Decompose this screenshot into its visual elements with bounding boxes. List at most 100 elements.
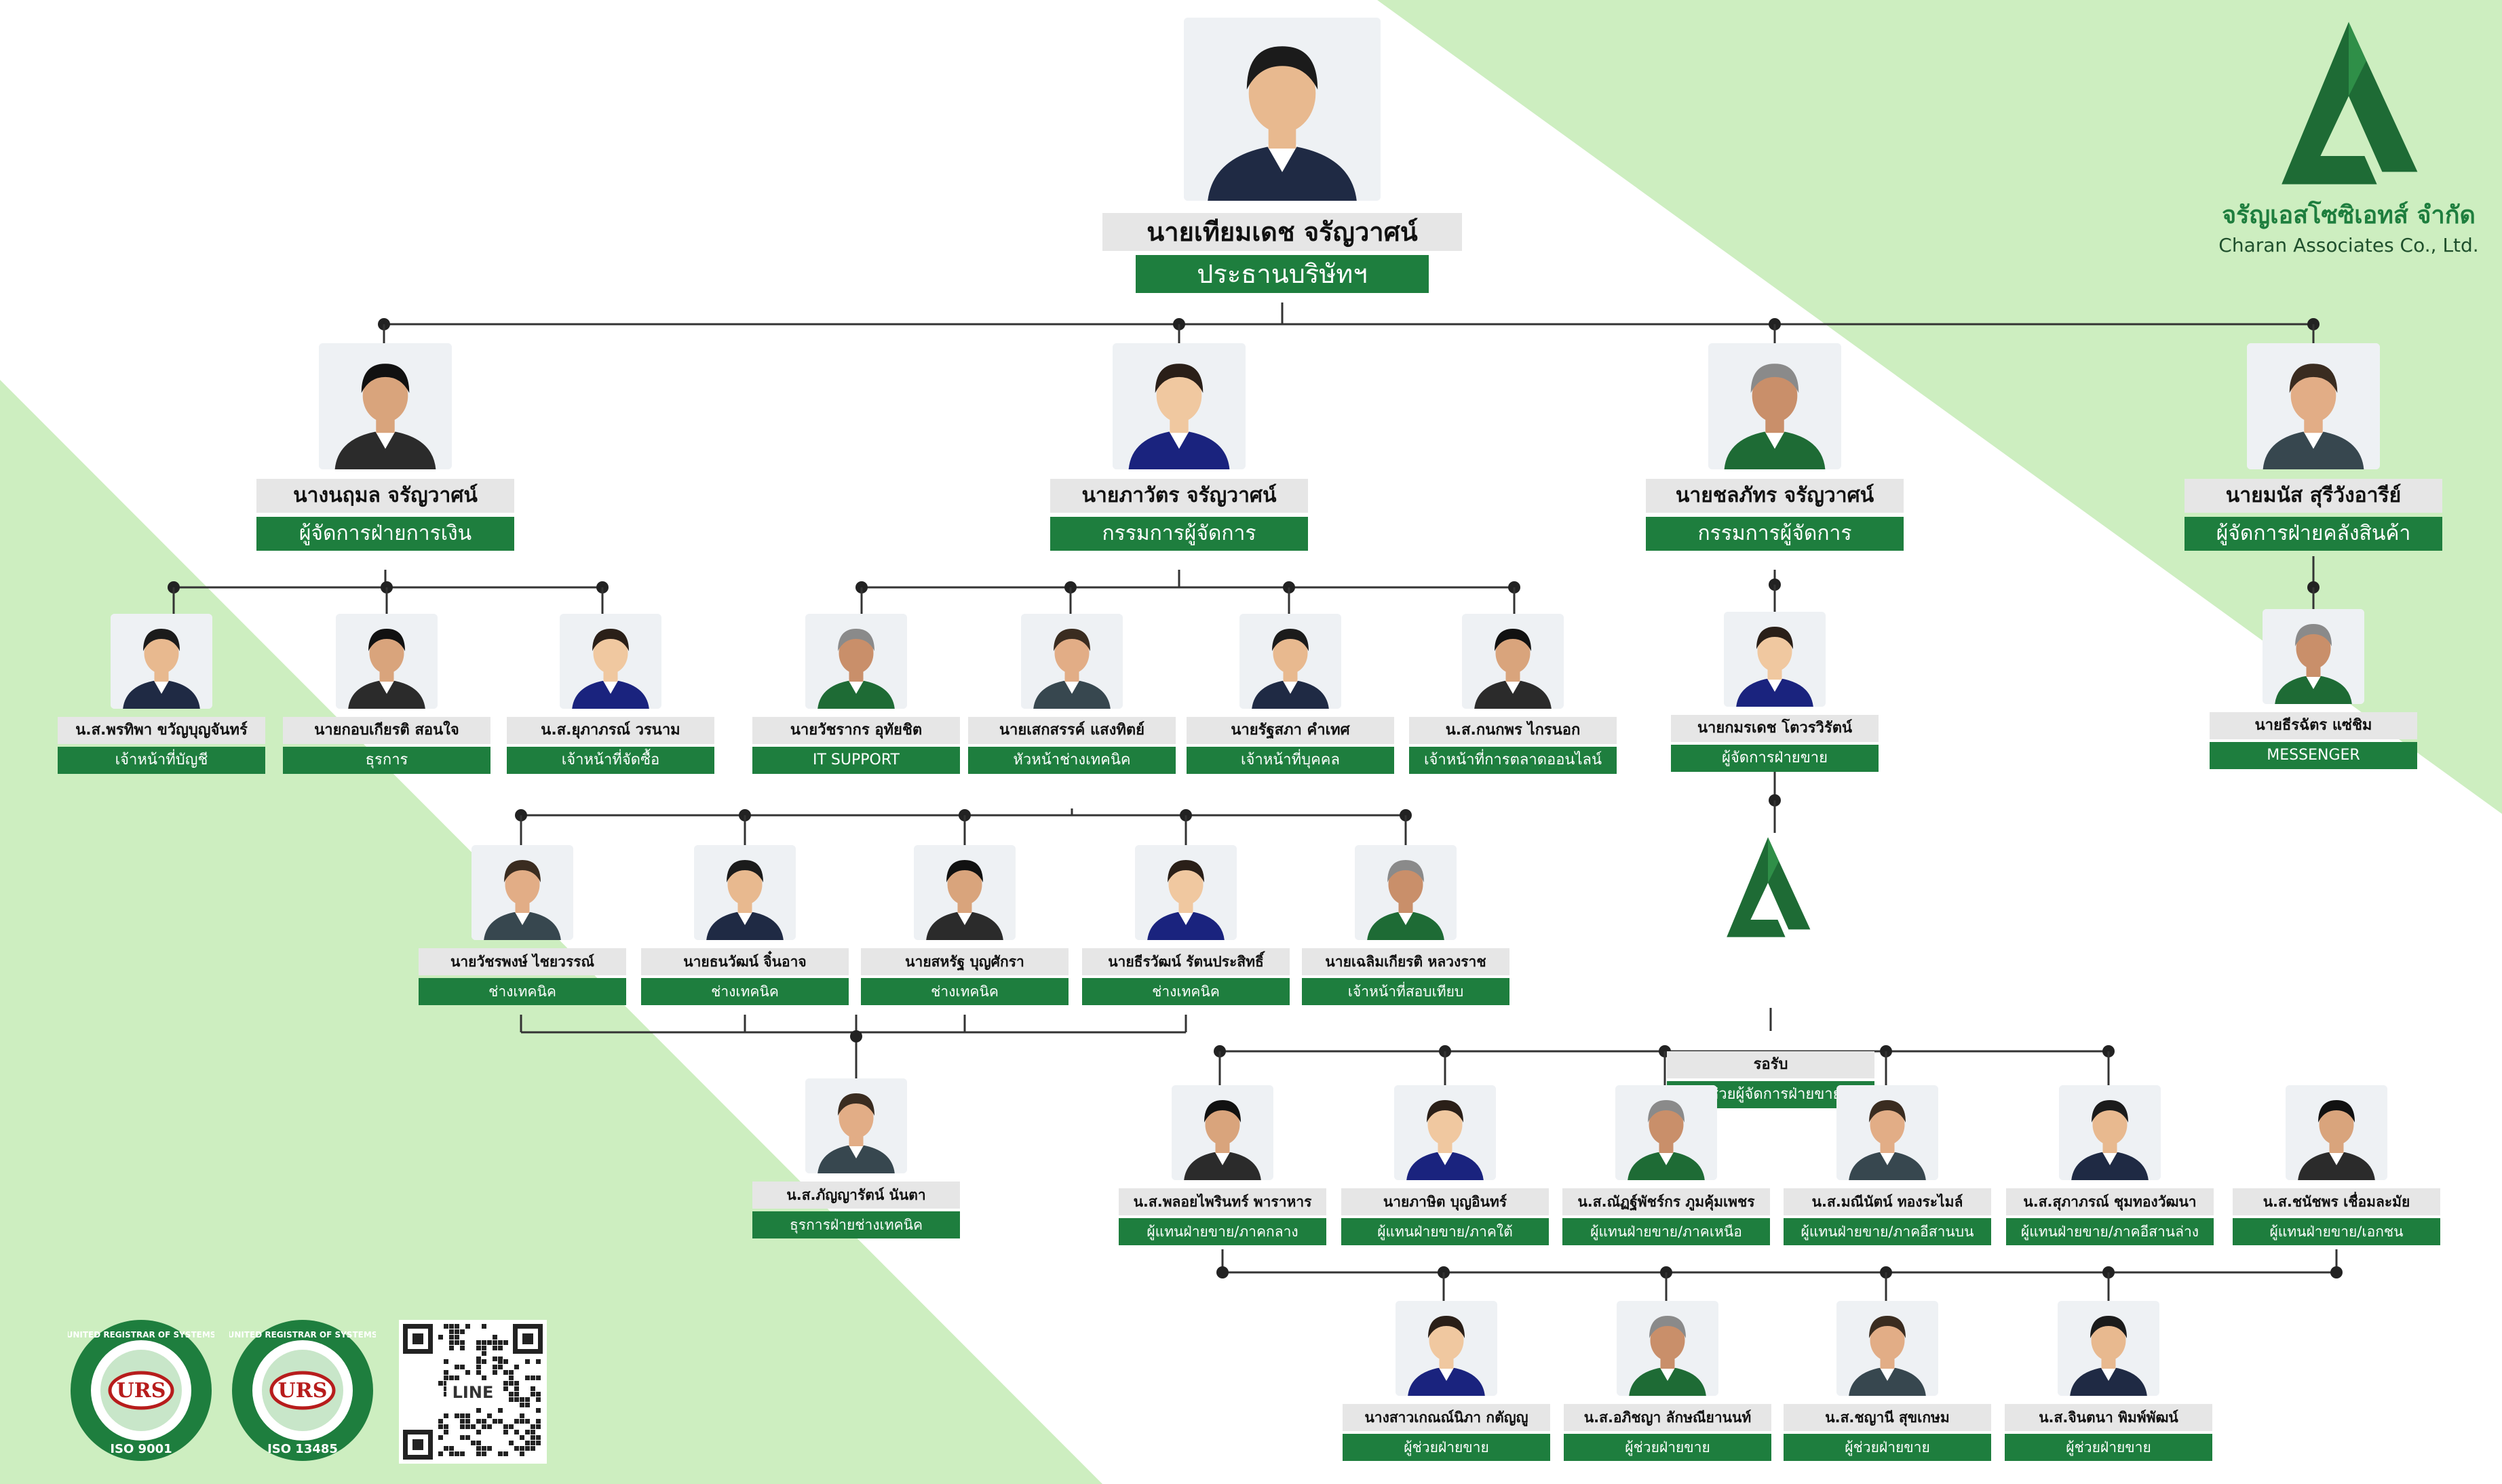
person-name: นายเสกสรรค์ แสงทิตย์ (968, 717, 1176, 744)
person-photo (1615, 1085, 1717, 1180)
person-role: เจ้าหน้าที่จัดซื้อ (507, 747, 714, 774)
org-node-md_staff-1: นายเสกสรรค์ แสงทิตย์หัวหน้าช่างเทคนิค (968, 614, 1176, 774)
org-node-sales_reps-3: น.ส.มณีนัตน์ ทองระไมล์ผู้แทนฝ่ายขาย/ภาคอ… (1784, 1085, 1991, 1245)
company-name-thai: จรัญเอสโซซิเอทส์ จำกัด (2222, 201, 2476, 229)
org-node-sales_reps-1: นายภาษิต บุญอินทร์ผู้แทนฝ่ายขาย/ภาคใต้ (1341, 1085, 1549, 1245)
person-role: ผู้ช่วยฝ่ายขาย (2005, 1434, 2212, 1461)
person-role: กรรมการผู้จัดการ (1646, 517, 1904, 551)
org-node-chairman: นายเทียมเดช จรัญวาศน์ประธานบริษัทฯ (1102, 18, 1462, 293)
person-role: ผู้จัดการฝ่ายขาย (1671, 745, 1879, 772)
person-photo (2263, 609, 2364, 704)
person-role: ผู้ช่วยฝ่ายขาย (1343, 1434, 1550, 1461)
person-role: หัวหน้าช่างเทคนิค (968, 747, 1176, 774)
person-photo (1184, 18, 1381, 201)
person-role: ผู้จัดการฝ่ายการเงิน (256, 517, 514, 551)
person-role: ธุรการฝ่ายช่างเทคนิค (752, 1211, 960, 1238)
person-role: ผู้แทนฝ่ายขาย/เอกชน (2233, 1218, 2440, 1245)
person-photo (2058, 1301, 2159, 1396)
cert-ring-text: UNITED REGISTRAR OF SYSTEMS (68, 1330, 214, 1340)
org-node-technicians-2: นายสหรัฐ บุญศักราช่างเทคนิค (861, 845, 1069, 1005)
org-node-md_staff-0: นายวัชรากร อุทัยชิต IT SUPPORT (752, 614, 960, 774)
person-role: ธุรการ (283, 747, 490, 774)
person-role: ประธานบริษัทฯ (1136, 255, 1429, 293)
person-name: น.ส.พรทิพา ขวัญบุญจันทร์ (58, 717, 265, 744)
org-node-sales_reps-5: น.ส.ชนัชพร เชื่อมละมัยผู้แทนฝ่ายขาย/เอกช… (2233, 1085, 2440, 1245)
person-name: น.ส.ยุภาภรณ์ วรนาม (507, 717, 714, 744)
org-node-sales_reps-0: น.ส.พลอยไพรินทร์ พาราหารผู้แทนฝ่ายขาย/ภา… (1119, 1085, 1326, 1245)
person-photo (336, 614, 438, 709)
iso-9001-certification-seal: URS ISO 9001 UNITED REGISTRAR OF SYSTEMS (66, 1317, 216, 1464)
person-role: ช่างเทคนิค (419, 978, 626, 1005)
person-photo (319, 343, 452, 469)
person-name: น.ส.มณีนัตน์ ทองระไมล์ (1784, 1188, 1991, 1215)
person-photo (2286, 1085, 2387, 1180)
person-role: ผู้แทนฝ่ายขาย/ภาคใต้ (1341, 1218, 1549, 1245)
person-photo (111, 614, 212, 709)
person-photo (1113, 343, 1246, 469)
person-name: น.ส.ชนัชพร เชื่อมละมัย (2233, 1188, 2440, 1215)
person-photo (471, 845, 573, 940)
person-role: ช่างเทคนิค (641, 978, 849, 1005)
person-role: ผู้จัดการฝ่ายคลังสินค้า (2185, 517, 2442, 551)
org-node-finance_staff-1: นายกอบเกียรติ สอนใจธุรการ (283, 614, 490, 774)
person-role: เจ้าหน้าที่บัญชี (58, 747, 265, 774)
vacant-position-logo-icon (1714, 833, 1822, 941)
company-name-english: Charan Associates Co., Ltd. (2218, 234, 2479, 256)
line-qr-code-icon[interactable]: LINE (399, 1320, 547, 1464)
org-node-sales_reps-2: น.ส.ณัฏฐ์พัชร์กร ภูมคุ้มเพชรผู้แทนฝ่ายขา… (1562, 1085, 1770, 1245)
person-photo (1172, 1085, 1273, 1180)
person-name: น.ส.สุภาภรณ์ ชุมทองวัฒนา (2006, 1188, 2214, 1215)
charan-a-logo-icon (2282, 22, 2418, 184)
connector-dot (2330, 1266, 2343, 1278)
person-name: นายมนัส สุรีวังอารีย์ (2185, 479, 2442, 513)
org-node-tech_admin: น.ส.ภัญญารัตน์ นันตาธุรการฝ่ายช่างเทคนิค (752, 1078, 960, 1238)
person-photo (1836, 1301, 1938, 1396)
person-name: นายเฉลิมเกียรติ หลวงราช (1302, 948, 1509, 975)
person-photo (1617, 1301, 1718, 1396)
connector-dot (850, 1030, 862, 1042)
person-photo (1708, 343, 1841, 469)
org-node-finance_manager: นางนฤมล จรัญวาศน์ผู้จัดการฝ่ายการเงิน (256, 343, 514, 551)
qr-line-label: LINE (453, 1383, 494, 1402)
org-node-sales_reps-4: น.ส.สุภาภรณ์ ชุมทองวัฒนาผู้แทนฝ่ายขาย/ภา… (2006, 1085, 2214, 1245)
person-name: นายธีรวัฒน์ รัตนประสิทธิ์ (1082, 948, 1290, 975)
person-photo (560, 614, 661, 709)
person-name: น.ส.จินตนา พิมพ์พัฒน์ (2005, 1404, 2212, 1431)
person-photo (805, 614, 907, 709)
person-photo (2247, 343, 2380, 469)
person-name: น.ส.ภัญญารัตน์ นันตา (752, 1182, 960, 1209)
person-name: นายรัฐสภา คำเทศ (1187, 717, 1394, 744)
org-node-warehouse_manager: นายมนัส สุรีวังอารีย์ผู้จัดการฝ่ายคลังสิ… (2185, 343, 2442, 551)
iso-13485-certification-seal: URS ISO 13485 UNITED REGISTRAR OF SYSTEM… (228, 1317, 377, 1464)
person-name: น.ส.พลอยไพรินทร์ พาราหาร (1119, 1188, 1326, 1215)
person-photo (2059, 1085, 2161, 1180)
person-photo (914, 845, 1016, 940)
person-name: นายธนวัฒน์ จิ๋นอาจ (641, 948, 849, 975)
person-photo (1021, 614, 1123, 709)
org-node-md_staff-2: นายรัฐสภา คำเทศเจ้าหน้าที่บุคคล (1187, 614, 1394, 774)
person-name: น.ส.ชญานี สุขเกษม (1784, 1404, 1991, 1431)
person-photo (1462, 614, 1564, 709)
person-name: นายสหรัฐ บุญศักรา (861, 948, 1069, 975)
person-role: IT SUPPORT (752, 747, 960, 774)
person-photo (1355, 845, 1457, 940)
org-node-finance_staff-0: น.ส.พรทิพา ขวัญบุญจันทร์เจ้าหน้าที่บัญชี (58, 614, 265, 774)
person-name: นายกอบเกียรติ สอนใจ (283, 717, 490, 744)
person-name: น.ส.กนกพร ไกรนอก (1409, 717, 1617, 744)
person-role: เจ้าหน้าที่สอบเทียบ (1302, 978, 1509, 1005)
person-name: นายวัชรากร อุทัยชิต (752, 717, 960, 744)
connector-dot (1216, 1266, 1229, 1278)
person-photo (1135, 845, 1237, 940)
org-node-technicians-3: นายธีรวัฒน์ รัตนประสิทธิ์ช่างเทคนิค (1082, 845, 1290, 1005)
org-node-md_staff-3: น.ส.กนกพร ไกรนอกเจ้าหน้าที่การตลาดออนไลน… (1409, 614, 1617, 774)
person-name: นางสาวเกณณ์นิภา กตัญญู (1343, 1404, 1550, 1431)
org-node-technicians-0: นายวัชรพงษ์ ไชยวรรณ์ช่างเทคนิค (419, 845, 626, 1005)
person-photo (1239, 614, 1341, 709)
person-photo (1396, 1301, 1497, 1396)
cert-logo-text: URS (278, 1379, 328, 1403)
cert-standard-text: ISO 13485 (267, 1442, 338, 1456)
person-role: MESSENGER (2210, 742, 2417, 769)
org-node-sales_director: นายชลภัทร จรัญวาศน์กรรมการผู้จัดการ (1646, 343, 1904, 551)
org-node-sales_assistants-3: น.ส.จินตนา พิมพ์พัฒน์ผู้ช่วยฝ่ายขาย (2005, 1301, 2212, 1461)
